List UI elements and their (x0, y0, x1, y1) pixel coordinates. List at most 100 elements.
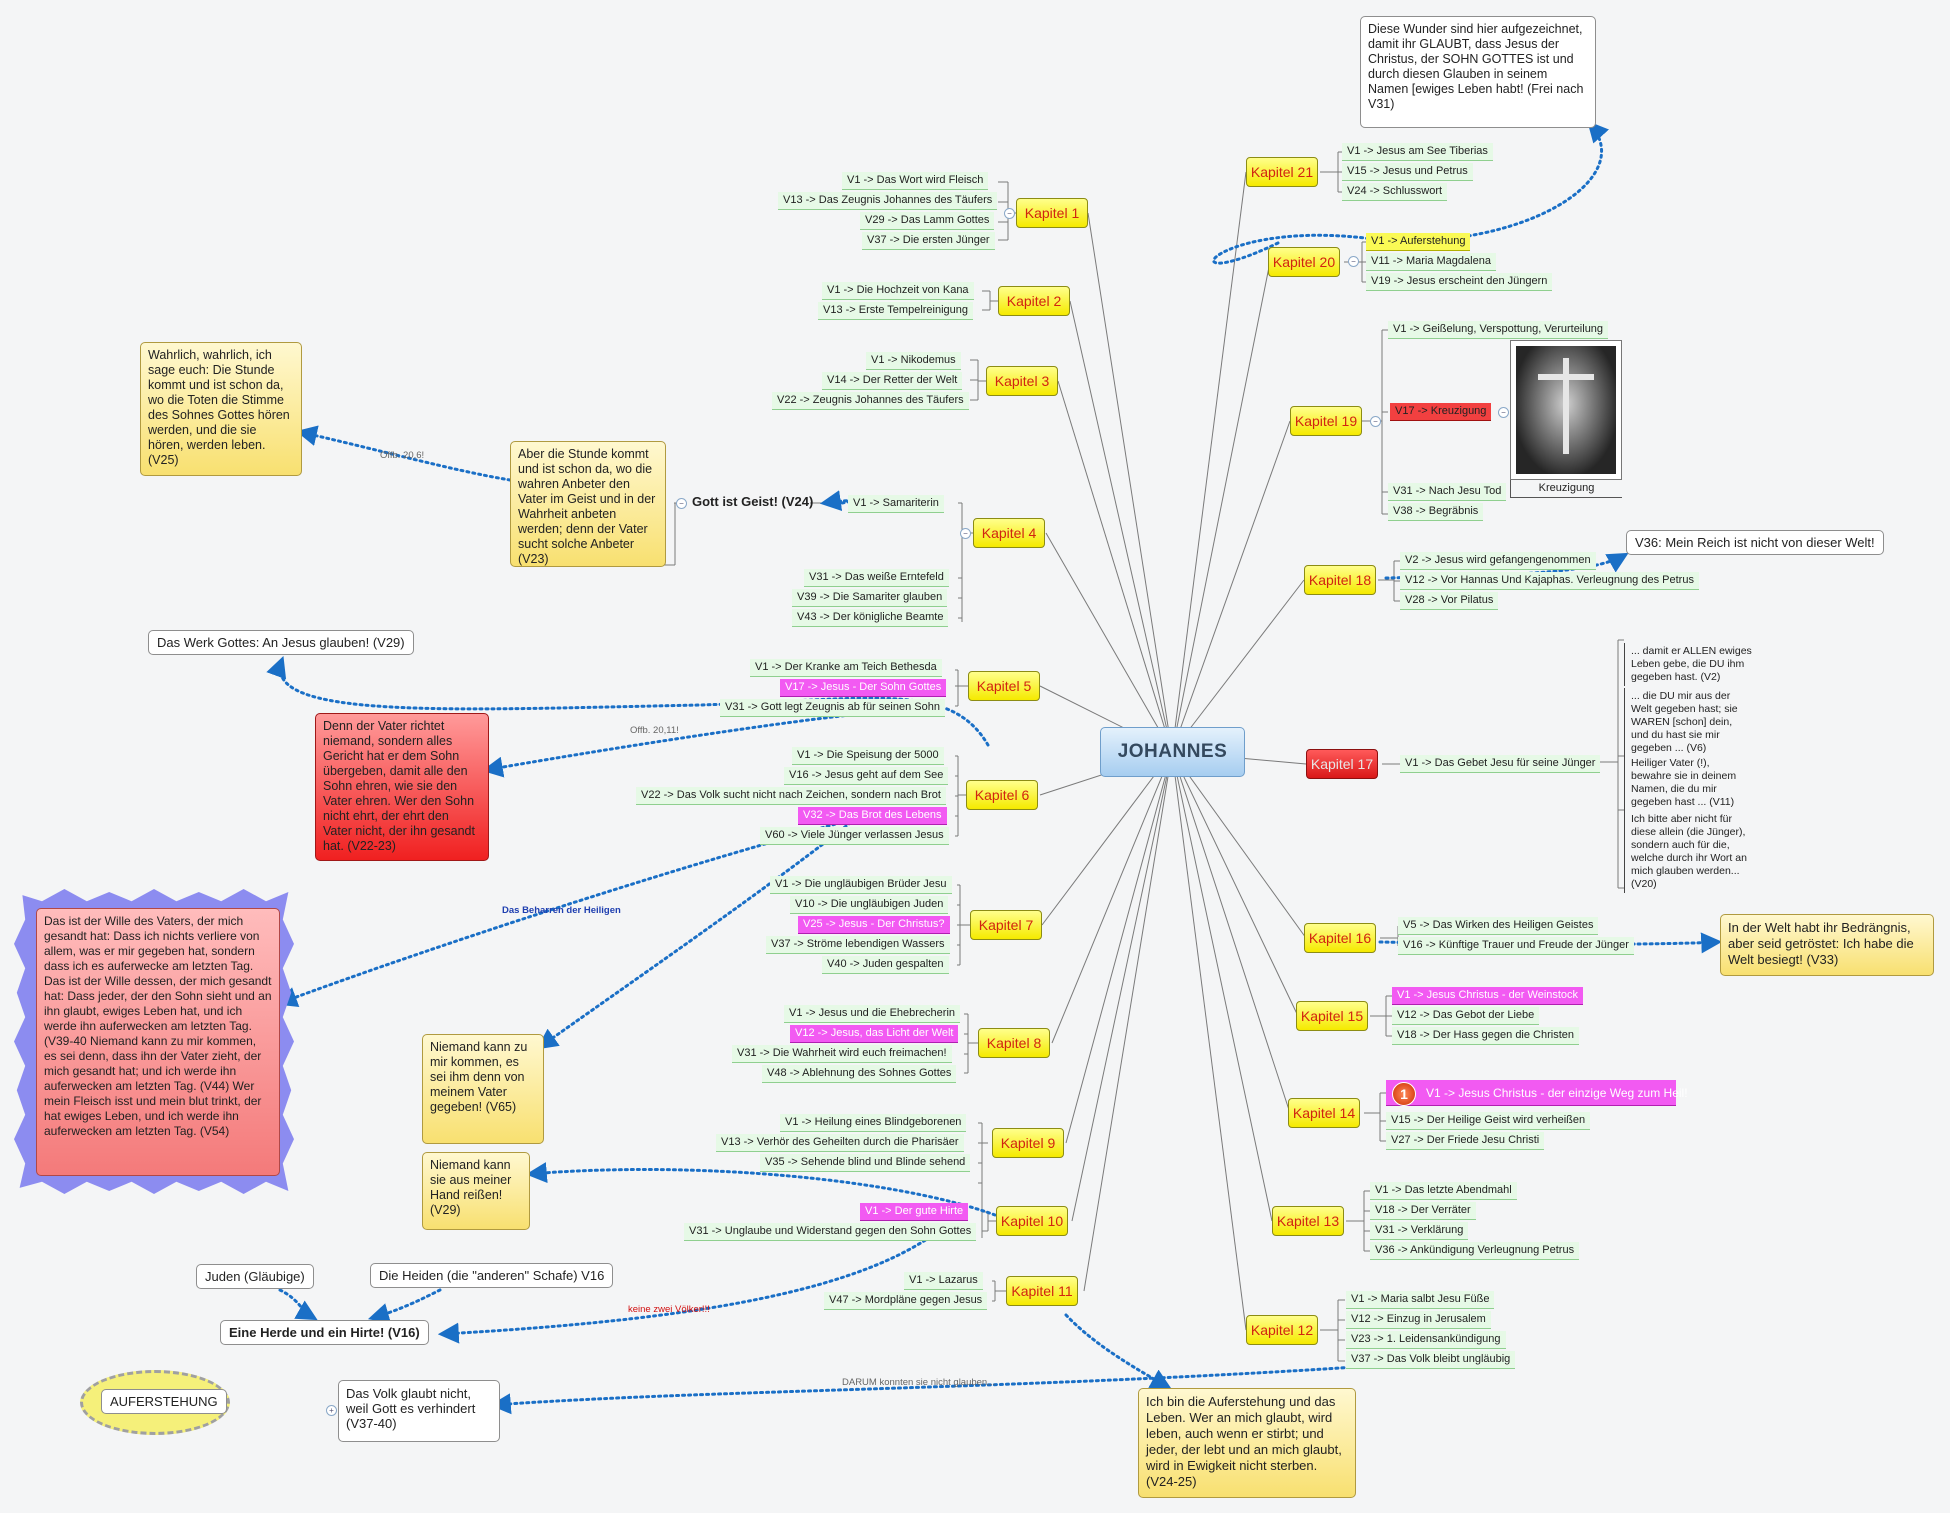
topic-k14-v27[interactable]: V27 -> Der Friede Jesu Christi (1386, 1132, 1545, 1150)
topic-k1-v13[interactable]: V13 -> Das Zeugnis Johannes des Täufers (778, 192, 998, 210)
collapse-toggle-icon[interactable]: − (1348, 256, 1359, 267)
topic-k2-v1[interactable]: V1 -> Die Hochzeit von Kana (822, 282, 974, 300)
note-wille-des-vaters[interactable]: Das ist der Wille des Vaters, der mich g… (36, 908, 280, 1176)
chapter-9[interactable]: Kapitel 9 (992, 1128, 1064, 1158)
topic-k18-v28[interactable]: V28 -> Vor Pilatus (1400, 592, 1499, 610)
topic-k12-v1[interactable]: V1 -> Maria salbt Jesu Füße (1346, 1291, 1495, 1309)
note-k17-v2[interactable]: ... damit er ALLEN ewiges Leben gebe, di… (1624, 643, 1758, 686)
topic-k7-v25[interactable]: V25 -> Jesus - Der Christus? (798, 916, 950, 934)
topic-k5-v1[interactable]: V1 -> Der Kranke am Teich Bethesda (750, 659, 942, 677)
note-juden[interactable]: Juden (Gläubige) (196, 1264, 314, 1289)
topic-k3-v14[interactable]: V14 -> Der Retter der Welt (822, 372, 963, 390)
topic-k6-v1[interactable]: V1 -> Die Speisung der 5000 (792, 747, 944, 765)
chapter-11[interactable]: Kapitel 11 (1006, 1276, 1078, 1306)
note-ich-bin-die-auferstehung[interactable]: Ich bin die Auferstehung und das Leben. … (1138, 1388, 1356, 1498)
chapter-15[interactable]: Kapitel 15 (1296, 1001, 1368, 1031)
chapter-1[interactable]: Kapitel 1 (1016, 198, 1088, 228)
topic-k8-v48[interactable]: V48 -> Ablehnung des Sohnes Gottes (762, 1065, 957, 1083)
topic-k19-v1[interactable]: V1 -> Geißelung, Verspottung, Verurteilu… (1388, 321, 1609, 339)
topic-k6-v60[interactable]: V60 -> Viele Jünger verlassen Jesus (760, 827, 949, 845)
topic-k10-v31[interactable]: V31 -> Unglaube und Widerstand gegen den… (684, 1223, 977, 1241)
note-wunder[interactable]: Diese Wunder sind hier aufgezeichnet, da… (1360, 16, 1596, 128)
topic-k12-v37[interactable]: V37 -> Das Volk bleibt ungläubig (1346, 1351, 1516, 1369)
note-heiden[interactable]: Die Heiden (die "anderen" Schafe) V16 (370, 1263, 614, 1288)
topic-k1-v29[interactable]: V29 -> Das Lamm Gottes (860, 212, 995, 230)
topic-k6-v16[interactable]: V16 -> Jesus geht auf dem See (784, 767, 949, 785)
chapter-12[interactable]: Kapitel 12 (1246, 1315, 1318, 1345)
topic-k21-v1[interactable]: V1 -> Jesus am See Tiberias (1342, 143, 1493, 161)
chapter-21[interactable]: Kapitel 21 (1246, 157, 1318, 187)
chapter-7[interactable]: Kapitel 7 (970, 910, 1042, 940)
topic-k13-v18[interactable]: V18 -> Der Verräter (1370, 1202, 1476, 1220)
topic-k4-v31[interactable]: V31 -> Das weiße Erntefeld (804, 569, 949, 587)
note-in-der-welt[interactable]: In der Welt habt ihr Bedrängnis, aber se… (1720, 914, 1934, 976)
note-k17-v11[interactable]: Heiliger Vater (!), bewahre sie in deine… (1624, 755, 1758, 811)
topic-k20-v11[interactable]: V11 -> Maria Magdalena (1366, 253, 1496, 271)
chapter-8[interactable]: Kapitel 8 (978, 1028, 1050, 1058)
chapter-2[interactable]: Kapitel 2 (998, 286, 1070, 316)
topic-k7-v37[interactable]: V37 -> Ströme lebendigen Wassers (766, 936, 950, 954)
collapse-toggle-icon[interactable]: − (1004, 208, 1015, 219)
topic-k2-v13[interactable]: V13 -> Erste Tempelreinigung (818, 302, 974, 320)
topic-k7-v40[interactable]: V40 -> Juden gespalten (822, 956, 949, 974)
crucifixion-image[interactable] (1510, 340, 1622, 480)
note-niemand-kommen[interactable]: Niemand kann zu mir kommen, es sei ihm d… (422, 1034, 544, 1144)
topic-k5-v17[interactable]: V17 -> Jesus - Der Sohn Gottes (780, 679, 947, 697)
note-auferstehung[interactable]: AUFERSTEHUNG (101, 1389, 227, 1414)
topic-k7-v1[interactable]: V1 -> Die ungläubigen Brüder Jesu (770, 876, 952, 894)
topic-k1-v37[interactable]: V37 -> Die ersten Jünger (862, 232, 995, 250)
note-vater-richtet[interactable]: Denn der Vater richtet niemand, sondern … (315, 713, 489, 861)
topic-k4-v43[interactable]: V43 -> Der königliche Beamte (792, 609, 949, 627)
topic-k14-v15[interactable]: V15 -> Der Heilige Geist wird verheißen (1386, 1112, 1591, 1130)
note-volk-glaubt-nicht[interactable]: Das Volk glaubt nicht, weil Gott es verh… (338, 1380, 500, 1442)
topic-k5-v31[interactable]: V31 -> Gott legt Zeugnis ab für seinen S… (720, 699, 945, 717)
expand-toggle-icon[interactable]: + (326, 1405, 337, 1416)
topic-k14-v1[interactable]: 1 V1 -> Jesus Christus - der einzige Weg… (1386, 1080, 1688, 1106)
chapter-4[interactable]: Kapitel 4 (973, 518, 1045, 548)
topic-k19-v38[interactable]: V38 -> Begräbnis (1388, 503, 1484, 521)
topic-k11-v47[interactable]: V47 -> Mordpläne gegen Jesus (824, 1292, 988, 1310)
note-werk-gottes[interactable]: Das Werk Gottes: An Jesus glauben! (V29) (148, 630, 414, 655)
chapter-19[interactable]: Kapitel 19 (1290, 406, 1362, 436)
topic-k16-v5[interactable]: V5 -> Das Wirken des Heiligen Geistes (1398, 917, 1599, 935)
topic-k11-v1[interactable]: V1 -> Lazarus (904, 1272, 983, 1290)
topic-k13-v1[interactable]: V1 -> Das letzte Abendmahl (1370, 1182, 1517, 1200)
collapse-toggle-icon[interactable]: − (676, 498, 687, 509)
topic-k19-v31[interactable]: V31 -> Nach Jesu Tod (1388, 483, 1507, 501)
note-wahrlich[interactable]: Wahrlich, wahrlich, ich sage euch: Die S… (140, 342, 302, 476)
topic-gott-ist-geist[interactable]: Gott ist Geist! (V24) (692, 494, 814, 509)
topic-k1-v1[interactable]: V1 -> Das Wort wird Fleisch (842, 172, 989, 190)
topic-k6-v32[interactable]: V32 -> Das Brot des Lebens (798, 807, 947, 825)
topic-k18-v12[interactable]: V12 -> Vor Hannas Und Kajaphas. Verleugn… (1400, 572, 1699, 590)
topic-k9-v1[interactable]: V1 -> Heilung eines Blindgeborenen (780, 1114, 967, 1132)
topic-k13-v36[interactable]: V36 -> Ankündigung Verleugnung Petrus (1370, 1242, 1580, 1260)
topic-k10-v1[interactable]: V1 -> Der gute Hirte (860, 1203, 969, 1221)
topic-k7-v10[interactable]: V10 -> Die ungläubigen Juden (790, 896, 949, 914)
chapter-3[interactable]: Kapitel 3 (986, 366, 1058, 396)
note-eine-herde[interactable]: Eine Herde und ein Hirte! (V16) (220, 1320, 429, 1345)
topic-k3-v1[interactable]: V1 -> Nikodemus (866, 352, 961, 370)
chapter-6[interactable]: Kapitel 6 (966, 780, 1038, 810)
topic-k8-v1[interactable]: V1 -> Jesus und die Ehebrecherin (784, 1005, 961, 1023)
topic-k8-v31[interactable]: V31 -> Die Wahrheit wird euch freimachen… (732, 1045, 952, 1063)
central-topic[interactable]: JOHANNES (1100, 727, 1245, 777)
topic-k15-v12[interactable]: V12 -> Das Gebot der Liebe (1392, 1007, 1540, 1025)
note-k17-v20[interactable]: Ich bitte aber nicht für diese allein (d… (1624, 811, 1758, 893)
chapter-18[interactable]: Kapitel 18 (1304, 565, 1376, 595)
topic-k3-v22[interactable]: V22 -> Zeugnis Johannes des Täufers (772, 392, 969, 410)
topic-k9-v35[interactable]: V35 -> Sehende blind und Blinde sehend (760, 1154, 971, 1172)
chapter-10[interactable]: Kapitel 10 (996, 1206, 1068, 1236)
note-stunde[interactable]: Aber die Stunde kommt und ist schon da, … (510, 441, 666, 567)
chapter-17[interactable]: Kapitel 17 (1306, 749, 1378, 779)
collapse-toggle-icon[interactable]: − (960, 528, 971, 539)
topic-k20-v19[interactable]: V19 -> Jesus erscheint den Jüngern (1366, 273, 1553, 291)
topic-k17-v1[interactable]: V1 -> Das Gebet Jesu für seine Jünger (1400, 755, 1601, 773)
topic-k21-v15[interactable]: V15 -> Jesus und Petrus (1342, 163, 1473, 181)
topic-k18-v2[interactable]: V2 -> Jesus wird gefangengenommen (1400, 552, 1596, 570)
topic-k20-v1[interactable]: V1 -> Auferstehung (1366, 233, 1471, 251)
collapse-toggle-icon[interactable]: − (1370, 416, 1381, 427)
topic-k21-v24[interactable]: V24 -> Schlusswort (1342, 183, 1448, 201)
note-niemand-reissen[interactable]: Niemand kann sie aus meiner Hand reißen!… (422, 1152, 530, 1230)
topic-k12-v23[interactable]: V23 -> 1. Leidensankündigung (1346, 1331, 1506, 1349)
topic-k15-v18[interactable]: V18 -> Der Hass gegen die Christen (1392, 1027, 1580, 1045)
